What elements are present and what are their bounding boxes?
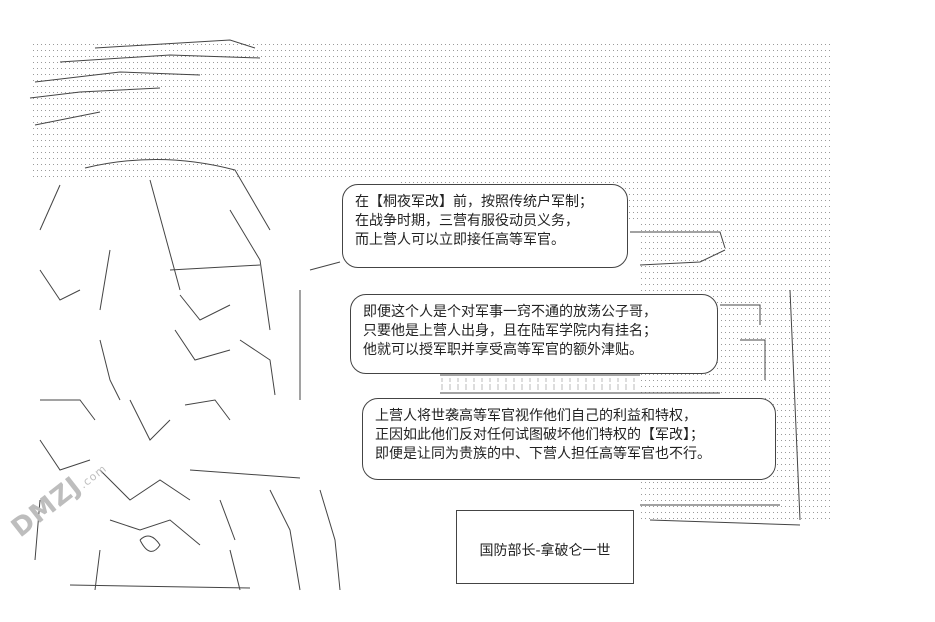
- speech-bubble-3: 上营人将世袭高等军官视作他们自己的利益和特权， 正因如此他们反对任何试图破坏他们…: [362, 398, 776, 480]
- bubble-1-line-1: 在【桐夜军改】前，按照传统户军制；: [355, 194, 593, 210]
- bubble-3-line-1: 上营人将世袭高等军官视作他们自己的利益和特权，: [375, 408, 697, 424]
- bubble-2-line-3: 他就可以授军职并享受高等军官的额外津贴。: [363, 342, 643, 358]
- speaker-caption: 国防部长-拿破仑一世: [479, 543, 611, 559]
- speech-bubble-1: 在【桐夜军改】前，按照传统户军制； 在战争时期，三营有服役动员义务， 而上营人可…: [342, 184, 628, 268]
- speech-bubble-2: 即便这个人是个对军事一窍不通的放荡公子哥， 只要他是上营人出身，且在陆军学院内有…: [350, 294, 718, 374]
- bubble-3-line-2: 正因如此他们反对任何试图破坏他们特权的【军改】；: [375, 427, 704, 443]
- speaker-caption-box: 国防部长-拿破仑一世: [456, 510, 634, 584]
- bubble-1-line-2: 在战争时期，三营有服役动员义务，: [355, 213, 579, 229]
- dotted-background: [30, 40, 830, 180]
- bubble-1-line-3: 而上营人可以立即接任高等军官。: [355, 232, 565, 248]
- bubble-2-line-2: 只要他是上营人出身，且在陆军学院内有挂名；: [363, 323, 657, 339]
- bubble-2-line-1: 即便这个人是个对军事一窍不通的放荡公子哥，: [363, 304, 657, 320]
- bubble-3-line-3: 即便是让同为贵族的中、下营人担任高等军官也不行。: [375, 446, 711, 462]
